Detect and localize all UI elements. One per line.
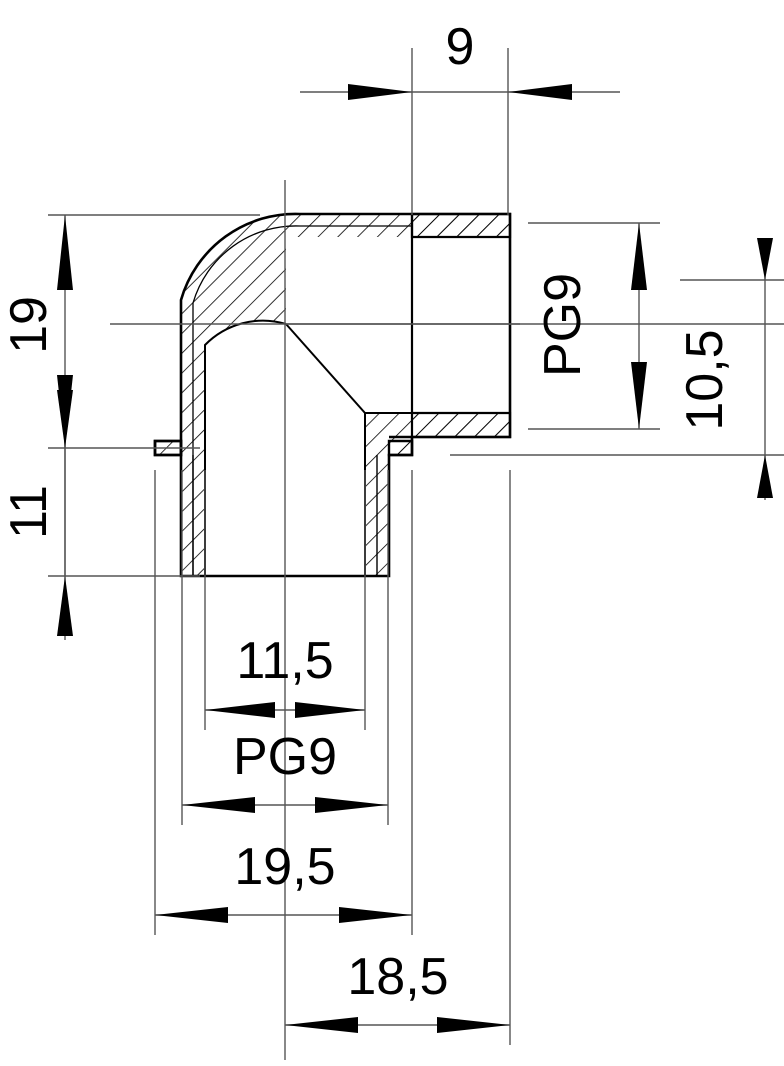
arrow-top-19 (57, 215, 73, 290)
dimension-18-5: 18,5 (285, 470, 511, 1045)
arrow-right-19-5 (339, 907, 412, 923)
horizontal-arm-walls (410, 212, 512, 439)
dimension-19: 19 (0, 214, 260, 449)
dimension-label-pg9-right: PG9 (534, 273, 592, 377)
dimension-19-5: 19,5 (154, 470, 413, 935)
dimension-9: 9 (300, 18, 620, 215)
arrow-right-11-5 (295, 702, 365, 718)
dimension-label-19-5: 19,5 (234, 838, 335, 896)
centerlines (110, 180, 784, 1060)
arrow-bottom-10-5 (757, 455, 773, 498)
bend-inner-curve (192, 225, 412, 576)
dimension-label-19: 19 (0, 296, 58, 354)
right-flange (387, 435, 414, 457)
arrow-top-10-5 (757, 238, 773, 280)
arrow-right-pg9-bottom (315, 797, 388, 813)
dimension-label-11-5: 11,5 (236, 632, 333, 690)
arrow-left-9 (348, 84, 412, 100)
arrow-right-9 (508, 84, 572, 100)
arrow-top-11 (57, 390, 73, 448)
arrow-bottom-11 (57, 576, 73, 636)
dimension-label-10-5: 10,5 (676, 329, 734, 430)
arrow-top-pg9 (631, 223, 647, 290)
part-geometry (153, 212, 520, 578)
dimension-pg9-right: PG9 (528, 222, 660, 430)
dimension-10-5: 10,5 (450, 238, 784, 500)
dimension-pg9-bottom: PG9 (181, 470, 389, 825)
arrow-right-18-5 (437, 1017, 510, 1033)
dimension-label-18-5: 18,5 (347, 948, 448, 1006)
arrow-left-18-5 (285, 1017, 358, 1033)
dimension-label-11: 11 (0, 485, 58, 539)
arrow-bottom-pg9 (631, 362, 647, 429)
dimension-label-9: 9 (446, 18, 475, 76)
dimension-11-5: 11,5 (204, 470, 366, 730)
arrow-left-pg9-bottom (182, 797, 255, 813)
arrow-left-11-5 (205, 702, 275, 718)
left-flange (153, 439, 183, 457)
dimension-11: 11 (0, 390, 200, 640)
arrow-left-19-5 (155, 907, 228, 923)
dimension-label-pg9-bottom: PG9 (233, 728, 337, 786)
